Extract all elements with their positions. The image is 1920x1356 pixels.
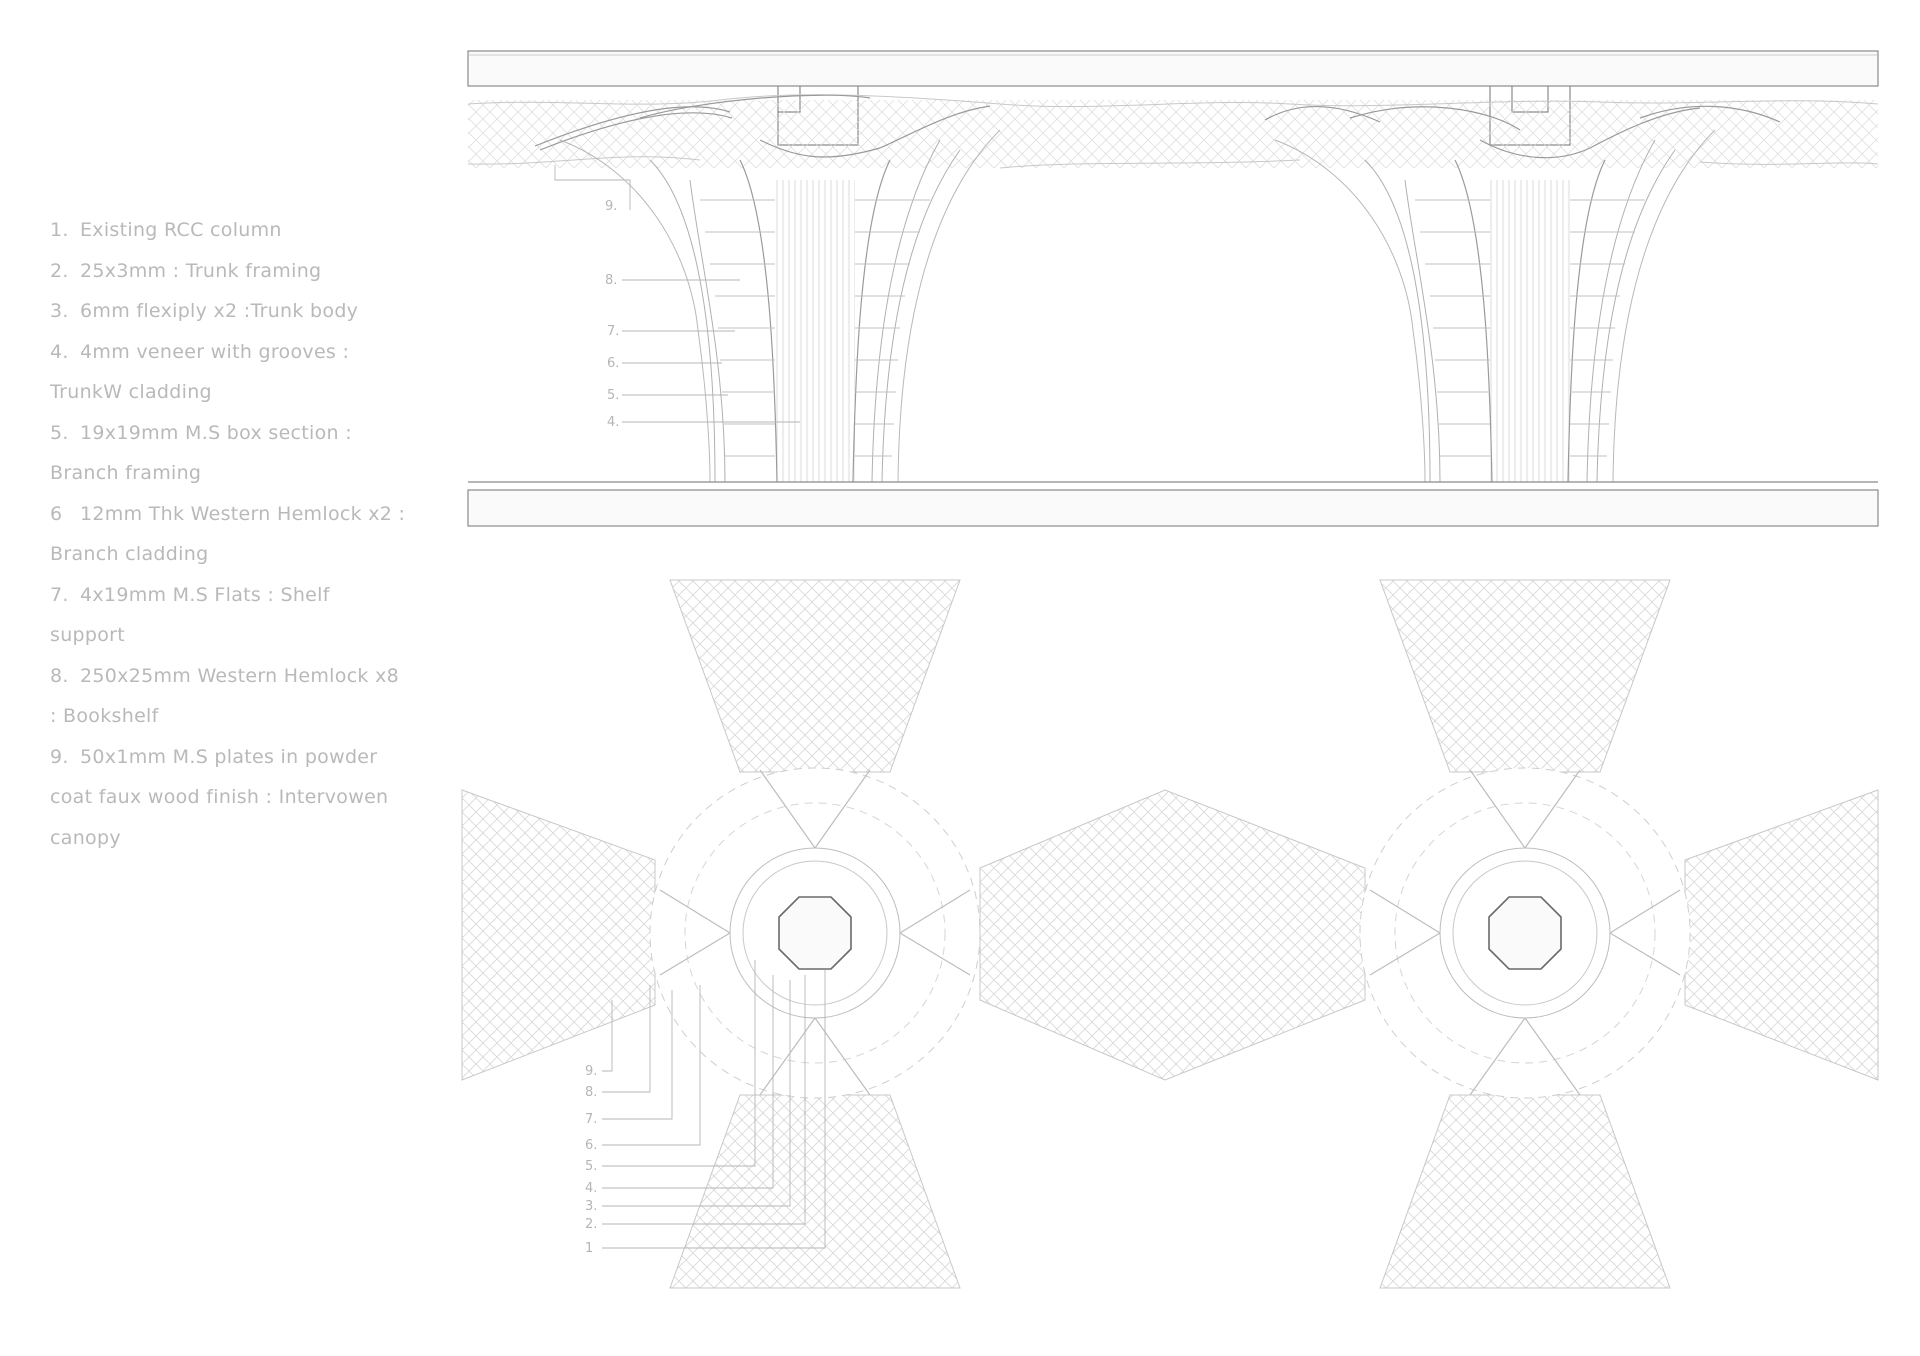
plan-callout-8: 8. <box>585 1085 597 1100</box>
trunk-ring-inner-left <box>742 860 888 1006</box>
plan-callout-2: 2. <box>585 1217 597 1232</box>
trunk-outline-right <box>1454 159 1606 483</box>
plan-column-right <box>1359 579 1879 1289</box>
fan-bottom-left <box>669 1094 961 1289</box>
legend-item-3: 3.6mm flexiply x2 :Trunk body <box>50 300 359 322</box>
spokes-right <box>1369 769 1681 1096</box>
trunk-body-right <box>1490 180 1570 482</box>
elevation-section: 9. 8. 7. 6. 5. 4. <box>467 50 1879 527</box>
fan-right-right <box>1684 789 1879 1081</box>
elev-callout-4: 4. <box>607 415 619 430</box>
fan-bottom-right <box>1379 1094 1671 1289</box>
branch-outline-left <box>649 139 961 483</box>
arcs <box>534 94 1781 159</box>
mid-dashed-circle-left <box>684 802 946 1064</box>
shelves-left <box>700 199 930 457</box>
plan-callout-9: 9. <box>585 1064 597 1079</box>
legend-item-7: 7.4x19mm M.S Flats : Shelf support <box>50 583 330 647</box>
plan-callout-6: 6. <box>585 1138 597 1153</box>
plan-view: 9. 8. 7. 6. 5. 4. 3. 2. 1 <box>461 579 1879 1289</box>
top-slab <box>467 50 1879 87</box>
legend-item-4: 4.4mm veneer with grooves : TrunkW cladd… <box>50 340 350 404</box>
outer-branch-right <box>1274 129 1716 483</box>
elev-callout-6: 6. <box>607 356 619 371</box>
shelves-right <box>1415 199 1645 457</box>
trunk-body-left <box>775 180 855 482</box>
spokes-left <box>659 769 971 1096</box>
fan-left-left <box>461 789 656 1081</box>
elev-callout-5: 5. <box>607 388 619 403</box>
canopy-band <box>468 100 1878 168</box>
outer-branch-left <box>559 129 1001 483</box>
mid-dashed-circle-right <box>1394 802 1656 1064</box>
branch-outline-right <box>1364 139 1676 483</box>
plan-callout-5: 5. <box>585 1159 597 1174</box>
rcc-column-right <box>1488 896 1562 970</box>
elevation-callouts <box>554 165 800 423</box>
legend-item-2: 2.25x3mm : Trunk framing <box>50 259 322 282</box>
legend-item-1: 1.Existing RCC column <box>50 219 282 241</box>
canopy-top-edge <box>467 94 1879 108</box>
plan-column-left <box>461 579 981 1289</box>
plan-callout-4: 4. <box>585 1181 597 1196</box>
fan-top-left <box>669 579 961 773</box>
trunk-ring-inner-right <box>1452 860 1598 1006</box>
legend-item-9: 9.50x1mm M.S plates in powder coat faux … <box>50 745 389 849</box>
middle-lattice <box>979 789 1366 1081</box>
plan-callout-7: 7. <box>585 1112 597 1127</box>
rcc-column-left <box>778 896 852 970</box>
elev-callout-8: 8. <box>605 273 617 288</box>
canopy-bottom-edge <box>467 156 1879 169</box>
plan-callouts <box>602 960 826 1249</box>
fan-top-right <box>1379 579 1671 773</box>
legend-item-8: 8.250x25mm Western Hemlock x8 : Bookshel… <box>50 664 400 728</box>
column-left <box>559 129 1001 483</box>
elev-callout-7: 7. <box>607 324 619 339</box>
legend-list: 1.Existing RCC column 2.25x3mm : Trunk f… <box>50 210 410 858</box>
bottom-slab <box>467 489 1879 527</box>
trunk-outline-left <box>739 159 891 483</box>
plan-callout-1: 1 <box>585 1241 593 1256</box>
legend-item-5: 5.19x19mm M.S box section : Branch frami… <box>50 421 352 485</box>
column-right <box>1274 129 1716 483</box>
elev-callout-9: 9. <box>605 199 617 214</box>
plan-callout-3: 3. <box>585 1199 597 1214</box>
